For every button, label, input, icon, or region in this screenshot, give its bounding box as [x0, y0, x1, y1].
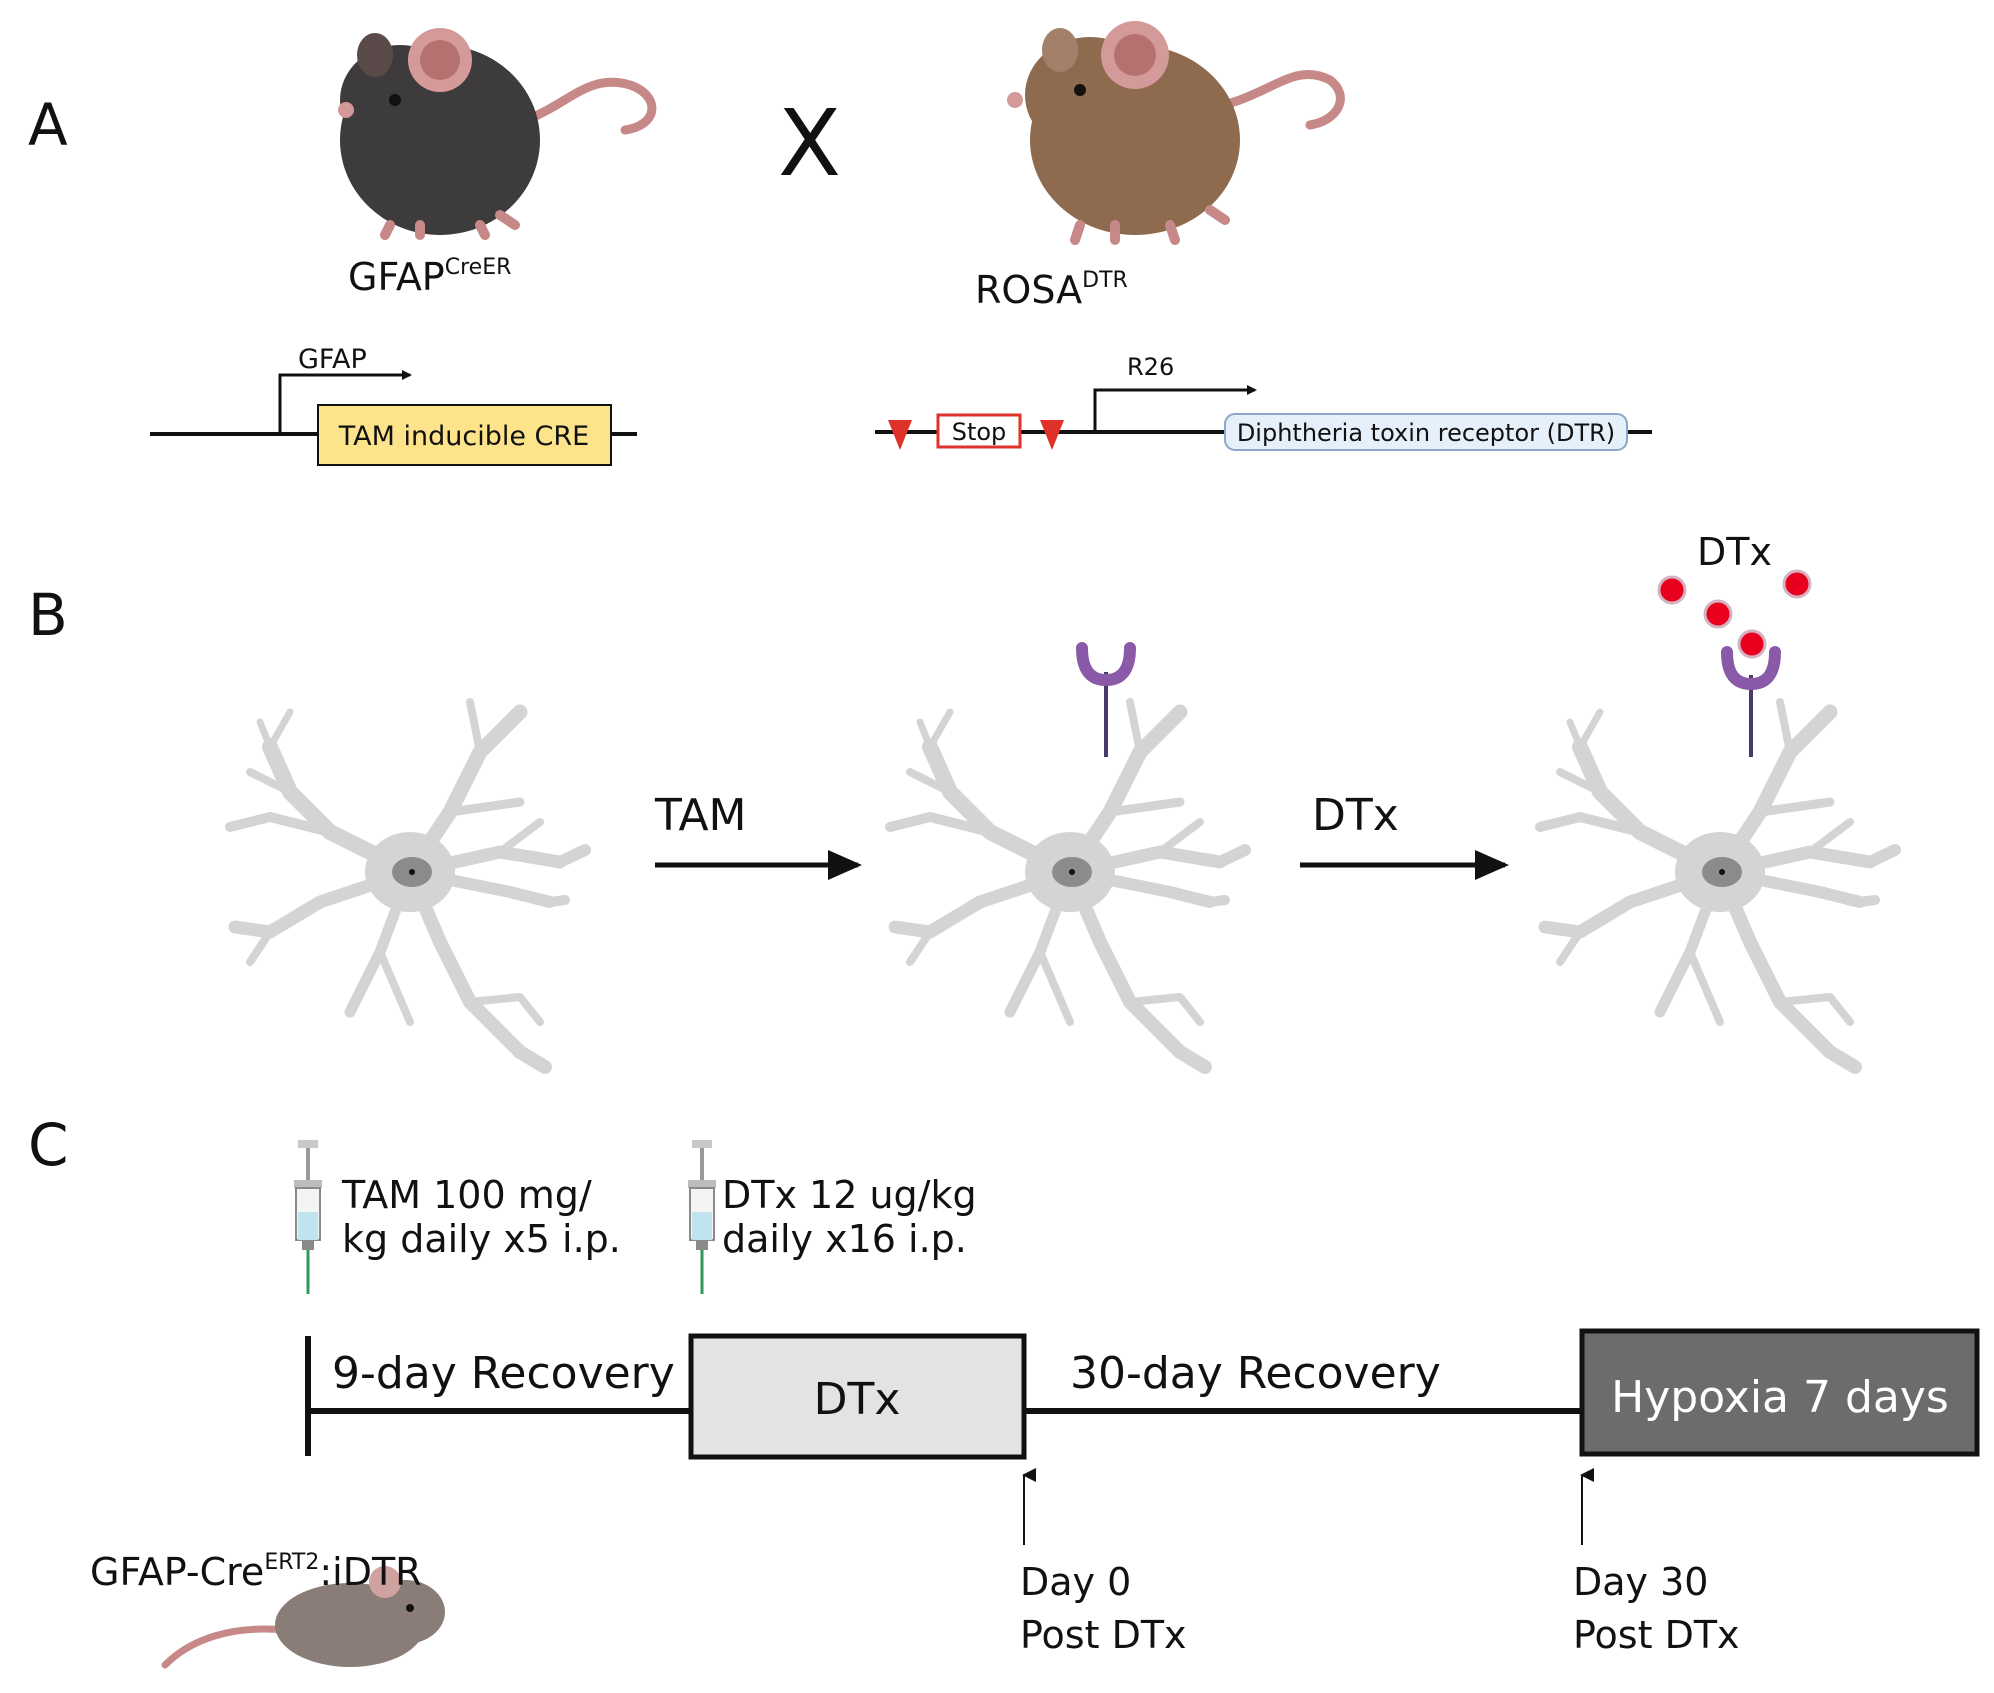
arrow-tam-label: TAM [654, 790, 747, 841]
syringe-icon [294, 1140, 322, 1294]
dtr-receptor-2 [1721, 646, 1781, 757]
panel-letter-b: B [28, 581, 68, 649]
loxp-left [888, 420, 912, 450]
panel-letter-a: A [28, 91, 68, 159]
mouse-right-label: ROSADTR [975, 268, 1128, 312]
arrow-dtx-label: DTx [1312, 790, 1399, 841]
syringe-icon [688, 1140, 716, 1294]
injection-1-line2: kg daily x5 i.p. [342, 1217, 621, 1261]
day-0-line1: Day 0 [1020, 1560, 1131, 1604]
day-30-line2: Post DTx [1573, 1613, 1740, 1657]
cre-box-label: TAM inducible CRE [338, 421, 589, 452]
toxin-particle [1782, 569, 1812, 599]
r26-promoter-label: R26 [1127, 353, 1174, 381]
injection-2-line1: DTx 12 ug/kg [722, 1173, 977, 1217]
day-0-line2: Post DTx [1020, 1613, 1187, 1657]
timeline [305, 1328, 1980, 1460]
hypoxia-phase-box [1579, 1328, 1980, 1457]
dtr-box [1224, 413, 1628, 451]
recovery-30-day-label: 30-day Recovery [1070, 1348, 1441, 1399]
toxin-particle [1737, 629, 1767, 659]
construct-right: Stop R26 Diphtheria toxin receptor (DTR) [875, 353, 1652, 451]
loxp-right [1040, 420, 1064, 450]
dtr-box-label: Diphtheria toxin receptor (DTR) [1237, 419, 1615, 447]
cre-box [317, 404, 612, 466]
dtx-phase-box [688, 1333, 1027, 1460]
mouse-left-label: GFAPCreER [348, 255, 511, 299]
day-30-line1: Day 30 [1573, 1560, 1708, 1604]
panel-letter-c: C [28, 1111, 69, 1179]
mouse-bottom-label: GFAP-CreERT2:iDTR [90, 1550, 422, 1594]
construct-left: TAM inducible CRE GFAP [150, 344, 637, 466]
mouse-bottom-illustration [161, 1566, 445, 1669]
injection-2-line2: daily x16 i.p. [722, 1217, 967, 1261]
injection-1-line1: TAM 100 mg/ [341, 1173, 592, 1217]
hypoxia-phase-label: Hypoxia 7 days [1611, 1372, 1949, 1423]
stop-label: Stop [952, 418, 1007, 446]
stop-box [936, 413, 1022, 449]
dtx-phase-label: DTx [814, 1374, 901, 1425]
cross-symbol: X [778, 90, 841, 197]
mouse-left-illustration [338, 28, 657, 240]
toxin-label: DTx [1697, 530, 1772, 574]
toxin-particle [1703, 599, 1733, 629]
astrocyte-1 [230, 702, 585, 1067]
gfap-promoter-label: GFAP [298, 344, 367, 375]
astrocyte-3 [1540, 702, 1895, 1067]
toxin-particle [1657, 575, 1687, 605]
toxin-particles [1657, 569, 1812, 659]
astrocyte-2 [890, 702, 1245, 1067]
recovery-9-day-label: 9-day Recovery [332, 1348, 675, 1399]
dtr-receptor-1 [1076, 642, 1136, 757]
mouse-right-illustration [1007, 21, 1345, 245]
